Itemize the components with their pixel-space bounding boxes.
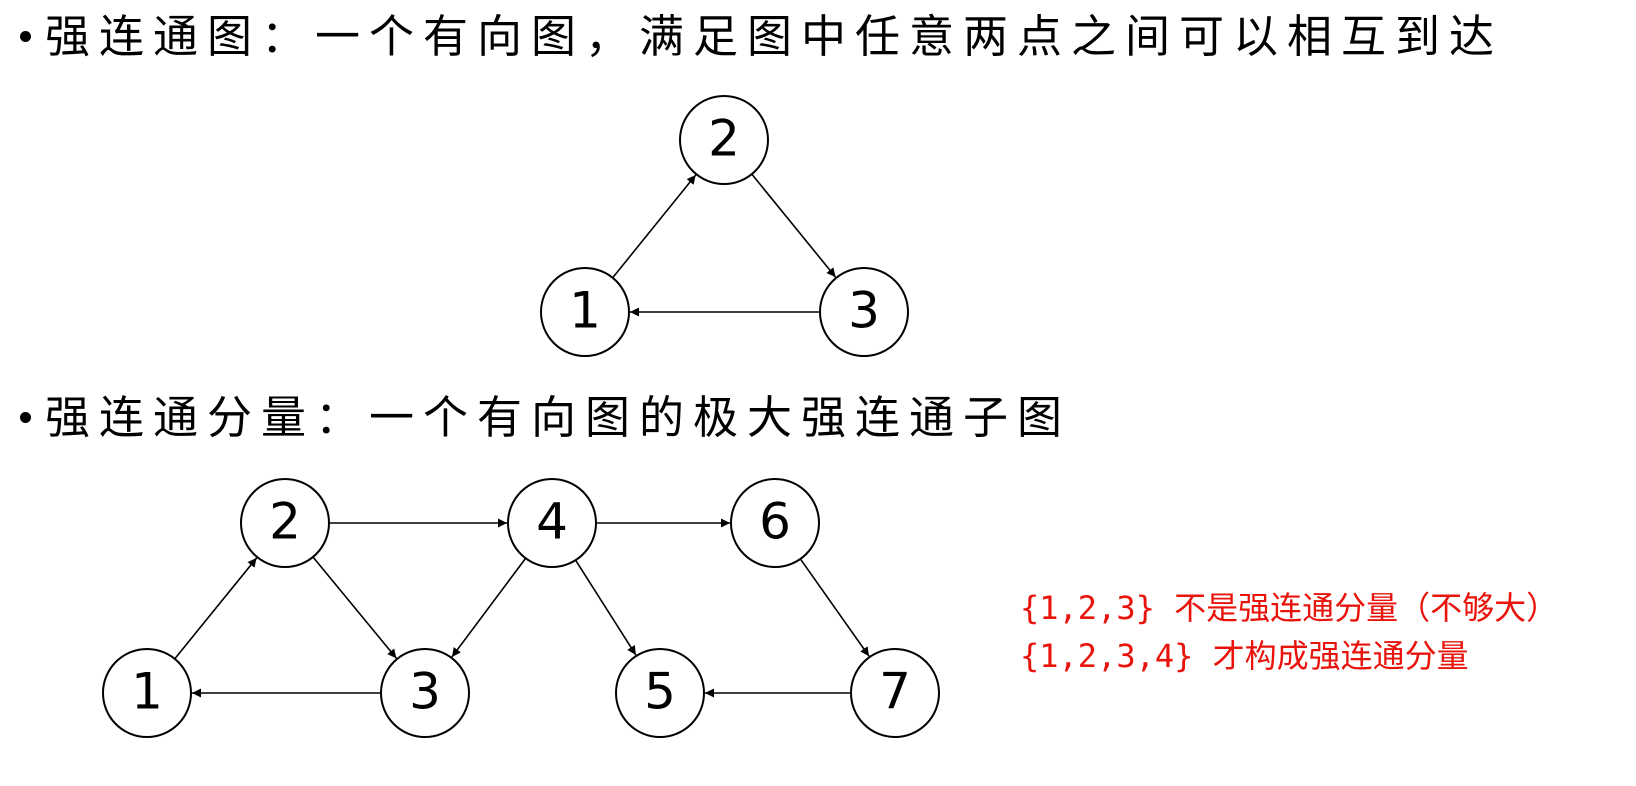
- edge-1-to-2: [174, 557, 258, 660]
- node-circle: [380, 648, 470, 738]
- annotation-is-component: {1,2,3,4} 才构成强连通分量: [1020, 637, 1469, 675]
- node-2: 2: [679, 95, 769, 185]
- node-label: 6: [759, 493, 791, 551]
- node-circle: [850, 648, 940, 738]
- node-2: 2: [240, 478, 330, 568]
- bullet-strongly-connected-component: 强连通分量：一个有向图的极大强连通子图: [20, 395, 1071, 440]
- node-4: 4: [507, 478, 597, 568]
- node-label: 4: [536, 493, 568, 551]
- edge-2-to-3: [751, 173, 837, 278]
- node-circle: [819, 267, 909, 357]
- bullet-dot: [20, 31, 31, 42]
- node-circle: [240, 478, 330, 568]
- node-label: 5: [644, 663, 676, 721]
- node-label: 3: [848, 282, 880, 340]
- strongly-connected-graph-diagram: 1 2 3: [540, 95, 909, 357]
- definition-text: 强连通图：一个有向图，满足图中任意两点之间可以相互到达: [45, 10, 1504, 63]
- edge-4-to-3: [451, 557, 527, 658]
- node-circle: [102, 648, 192, 738]
- bullet-strongly-connected-graph: 强连通图：一个有向图，满足图中任意两点之间可以相互到达: [20, 14, 1503, 59]
- node-circle: [679, 95, 769, 185]
- bullet-dot: [20, 412, 31, 423]
- node-label: 1: [131, 663, 163, 721]
- node-3: 3: [380, 648, 470, 738]
- node-circle: [730, 478, 820, 568]
- node-circle: [540, 267, 630, 357]
- node-6: 6: [730, 478, 820, 568]
- strongly-connected-component-diagram: 1 2 3 4 5 6 7: [102, 478, 940, 738]
- node-label: 7: [879, 663, 911, 721]
- node-1: 1: [102, 648, 192, 738]
- definition-text: 强连通分量：一个有向图的极大强连通子图: [45, 391, 1072, 444]
- node-label: 2: [269, 493, 301, 551]
- edge-4-to-5: [574, 559, 637, 656]
- edge-1-to-2: [612, 174, 697, 279]
- node-7: 7: [850, 648, 940, 738]
- edge-6-to-7: [799, 558, 870, 657]
- node-circle: [507, 478, 597, 568]
- annotation-not-component: {1,2,3} 不是强连通分量（不够大）: [1020, 589, 1559, 627]
- node-1: 1: [540, 267, 630, 357]
- node-circle: [615, 648, 705, 738]
- edge-2-to-3: [312, 556, 398, 659]
- node-3: 3: [819, 267, 909, 357]
- node-label: 1: [569, 282, 601, 340]
- node-label: 2: [708, 110, 740, 168]
- node-label: 3: [409, 663, 441, 721]
- node-5: 5: [615, 648, 705, 738]
